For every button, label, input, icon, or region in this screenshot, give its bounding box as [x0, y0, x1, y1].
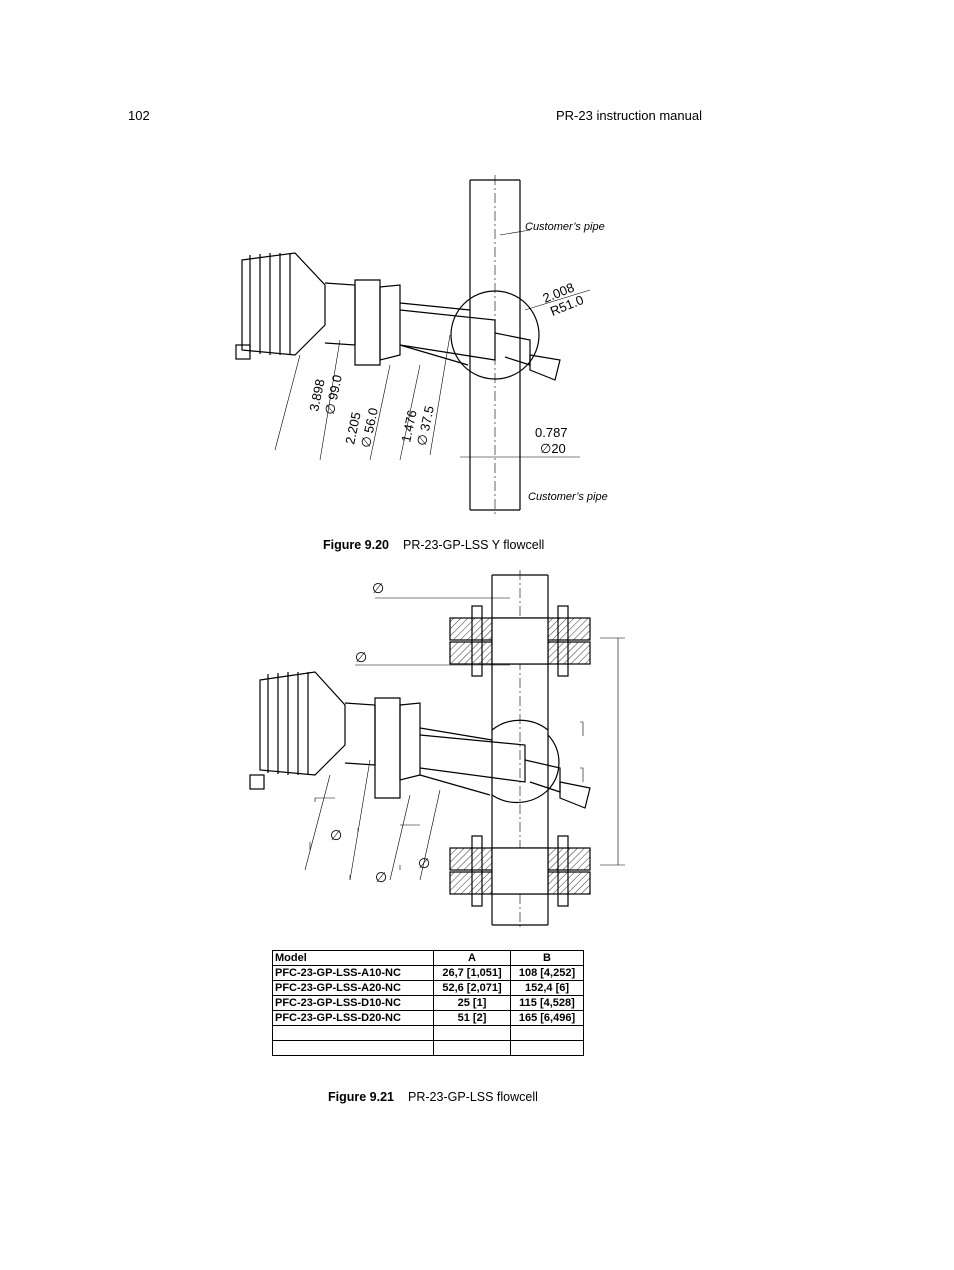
table-row: PFC-23-GP-LSS-A10-NC 26,7 [1,051] 108 [4… — [272, 965, 584, 981]
cell-a — [433, 1040, 511, 1056]
table-row: PFC-23-GP-LSS-D20-NC 51 [2] 165 [6,496] — [272, 1010, 584, 1026]
diameter-symbol-b: ∅ — [375, 869, 387, 885]
cell-b: 115 [4,528] — [510, 995, 584, 1011]
cell-model — [272, 1040, 434, 1056]
cell-model: PFC-23-GP-LSS-D10-NC — [272, 995, 434, 1011]
header-a: A — [433, 950, 511, 966]
diameter-symbol-top: ∅ — [372, 580, 384, 596]
cell-model: PFC-23-GP-LSS-D20-NC — [272, 1010, 434, 1026]
diameter-symbol-mid: ∅ — [355, 649, 367, 665]
figure-9-20-drawing: Customer’s pipe Customer’s pipe 2.008 R5… — [235, 175, 608, 515]
cell-b — [510, 1025, 584, 1041]
cell-b: 165 [6,496] — [510, 1010, 584, 1026]
cell-a: 51 [2] — [433, 1010, 511, 1026]
dim3-mm-label: ∅ 37.5 — [414, 404, 437, 446]
diameter-symbol-c: ∅ — [418, 855, 430, 871]
model-dimension-table: Model A B PFC-23-GP-LSS-A10-NC 26,7 [1,0… — [272, 950, 584, 1056]
header-model: Model — [272, 950, 434, 966]
table-row: PFC-23-GP-LSS-D10-NC 25 [1] 115 [4,528] — [272, 995, 584, 1011]
figure-9-20-number: Figure 9.20 — [323, 538, 389, 552]
cell-model — [272, 1025, 434, 1041]
manual-title: PR-23 instruction manual — [556, 108, 702, 123]
figure-9-20-title: PR-23-GP-LSS Y flowcell — [403, 538, 545, 552]
dim1-mm-label: ∅ 99.0 — [322, 373, 345, 415]
cell-a: 26,7 [1,051] — [433, 965, 511, 981]
pipe-label-top: Customer’s pipe — [525, 221, 605, 233]
cell-b: 152,4 [6] — [510, 980, 584, 996]
table-header-row: Model A B — [272, 950, 584, 966]
figure-9-21-title: PR-23-GP-LSS flowcell — [408, 1090, 538, 1104]
cell-a: 25 [1] — [433, 995, 511, 1011]
figure-9-20-caption: Figure 9.20 PR-23-GP-LSS Y flowcell — [323, 538, 544, 552]
dim2-inch-label: 2.205 — [342, 411, 363, 446]
cell-a: 52,6 [2,071] — [433, 980, 511, 996]
dim1-inch-label: 3.898 — [306, 378, 327, 413]
cell-model: PFC-23-GP-LSS-A10-NC — [272, 965, 434, 981]
table-row — [272, 1040, 584, 1056]
diameter-symbol-a: ∅ — [330, 827, 342, 843]
cell-a — [433, 1025, 511, 1041]
cell-b — [510, 1040, 584, 1056]
cell-model: PFC-23-GP-LSS-A20-NC — [272, 980, 434, 996]
dim2-mm-label: ∅ 56.0 — [358, 406, 381, 448]
header-b: B — [510, 950, 584, 966]
table-row — [272, 1025, 584, 1041]
dim4-mm-label: ∅20 — [540, 441, 566, 456]
figure-9-21-caption: Figure 9.21 PR-23-GP-LSS flowcell — [328, 1090, 538, 1104]
page-number: 102 — [128, 108, 150, 123]
table-row: PFC-23-GP-LSS-A20-NC 52,6 [2,071] 152,4 … — [272, 980, 584, 996]
figure-9-21-drawing: ∅ ∅ ∅ ∅ ∅ — [249, 570, 625, 930]
dim4-inch-label: 0.787 — [535, 425, 568, 440]
pipe-label-bottom: Customer’s pipe — [528, 491, 608, 503]
cell-b: 108 [4,252] — [510, 965, 584, 981]
figure-9-21-number: Figure 9.21 — [328, 1090, 394, 1104]
dim3-inch-label: 1.476 — [398, 409, 419, 444]
